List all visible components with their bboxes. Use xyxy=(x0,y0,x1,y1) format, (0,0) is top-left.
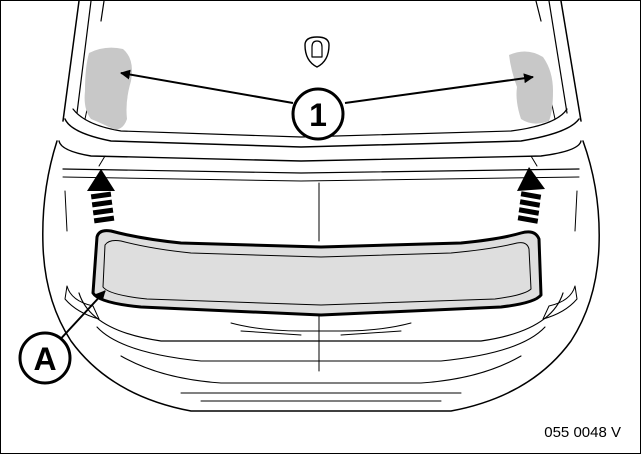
callout-1-label: 1 xyxy=(309,97,327,133)
callout-1: 1 xyxy=(291,87,345,141)
trim-panel-part-a xyxy=(91,229,543,317)
lift-arrow-left xyxy=(87,169,115,224)
seal-marks xyxy=(84,47,553,130)
leader-line-1-right xyxy=(344,73,534,104)
callout-a-label: A xyxy=(33,341,56,377)
image-reference-code: 055 0048 V xyxy=(544,424,621,441)
seal-mark-right xyxy=(509,51,553,124)
leader-line-a xyxy=(54,290,106,346)
callout-lines xyxy=(54,69,534,346)
callout-a: A xyxy=(18,331,72,385)
leader-line-1-left xyxy=(120,69,294,104)
seal-mark-left xyxy=(84,47,132,130)
lift-arrow-right xyxy=(517,167,545,224)
car-body xyxy=(42,1,600,412)
